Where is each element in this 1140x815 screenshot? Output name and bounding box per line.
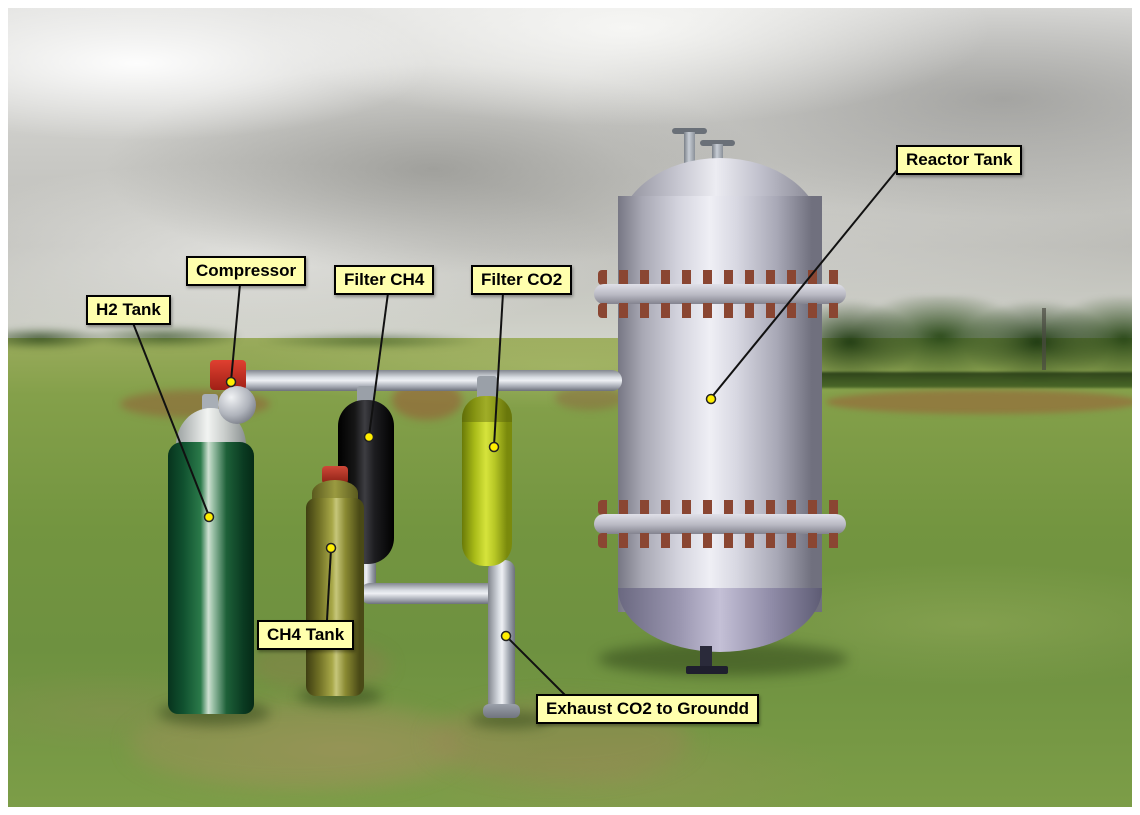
flange-bolts xyxy=(598,303,842,318)
ch4-tank-valve xyxy=(322,466,348,484)
label-exhaust-co2: Exhaust CO2 to Groundd xyxy=(536,694,760,725)
fence-line xyxy=(818,372,1140,388)
reactor-bottom-dome xyxy=(618,588,822,652)
reactor-nozzle xyxy=(684,132,695,168)
flange-bolts xyxy=(598,270,842,285)
filter-co2-cap xyxy=(462,396,512,422)
ch4-tank-body xyxy=(306,498,364,696)
feed-pipe-top xyxy=(238,370,622,391)
dirt-patch xyxy=(826,390,1140,414)
reactor-nozzle-cap xyxy=(700,140,735,146)
label-h2-tank: H2 Tank xyxy=(86,295,171,326)
reactor-stand-base xyxy=(686,666,728,674)
reactor-lower-flange xyxy=(594,500,846,550)
compressor-sphere xyxy=(218,386,256,424)
flange-ring xyxy=(594,284,846,304)
bushes-left xyxy=(0,322,240,352)
reactor-tank[interactable] xyxy=(594,126,846,678)
h2-tank-body xyxy=(168,442,254,714)
filter-co2[interactable] xyxy=(460,374,514,568)
label-filter-ch4: Filter CH4 xyxy=(334,265,435,296)
hedge-mid xyxy=(220,330,520,352)
ch4-tank[interactable] xyxy=(304,464,368,698)
reactor-nozzle-cap xyxy=(672,128,707,134)
label-ch4-tank: CH4 Tank xyxy=(257,620,355,651)
compressor[interactable] xyxy=(208,356,260,428)
flange-ring xyxy=(594,514,846,534)
utility-pole xyxy=(1042,308,1046,370)
reactor-upper-flange xyxy=(594,270,846,320)
label-reactor-tank: Reactor Tank xyxy=(896,145,1023,176)
dirt-patch xyxy=(130,700,460,790)
flange-bolts xyxy=(598,500,842,515)
reactor-stand xyxy=(700,646,712,670)
exhaust-pipe-outlet xyxy=(483,704,520,718)
filter-co2-connector xyxy=(477,376,497,402)
flange-bolts xyxy=(598,533,842,548)
h2-tank[interactable] xyxy=(160,392,260,722)
exhaust-pipe[interactable] xyxy=(488,560,515,718)
label-compressor: Compressor xyxy=(186,256,307,287)
lower-pipe xyxy=(360,583,508,604)
label-filter-co2: Filter CO2 xyxy=(471,265,573,296)
